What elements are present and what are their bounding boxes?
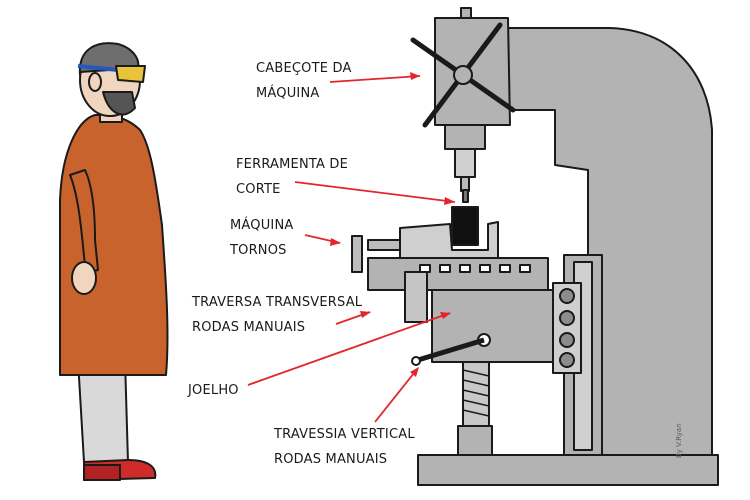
label-machine-head: CABEÇOTE DA MÁQUINA xyxy=(256,56,352,106)
operator-hand xyxy=(71,261,97,295)
arrow-head-callout xyxy=(329,75,421,83)
label-cross-traverse-line2: RODAS MANUAIS xyxy=(192,320,306,335)
spindle-housing xyxy=(444,124,486,150)
label-machine-head-line1: CABEÇOTE DA xyxy=(256,61,352,76)
arrow-knee-callout xyxy=(247,312,451,386)
callout-arrows xyxy=(247,72,456,423)
safety-goggles xyxy=(115,65,146,83)
operator-ear xyxy=(88,72,102,92)
knee-crank-knob xyxy=(411,356,421,366)
gib-bolt-3 xyxy=(559,332,575,348)
gib-bolt-4 xyxy=(559,352,575,368)
machine-saddle xyxy=(404,271,428,323)
vice-screw xyxy=(367,239,401,251)
operator-coat xyxy=(59,113,169,376)
machine-column xyxy=(481,27,713,456)
label-vertical-traverse-line2: RODAS MANUAIS xyxy=(274,452,388,467)
arrow-cutter-callout xyxy=(294,181,456,203)
head-cap xyxy=(460,7,472,19)
head-quill-handles xyxy=(410,22,516,128)
screw-threads xyxy=(462,369,490,417)
label-cutting-tool-line2: CORTE xyxy=(236,182,281,197)
operator xyxy=(59,42,169,481)
gib-bolt-1 xyxy=(559,288,575,304)
machine-vice xyxy=(399,221,499,259)
knee-crank-lever xyxy=(417,337,485,363)
label-machine-vice: MÁQUINA TORNOS xyxy=(230,213,293,263)
gib-bolt-2 xyxy=(559,310,575,326)
collet xyxy=(460,176,470,192)
screw-base xyxy=(457,425,493,456)
arrow-vertical-callout xyxy=(374,367,419,423)
label-knee: JOELHO xyxy=(188,378,239,403)
operator-beard xyxy=(102,91,136,116)
vice-handle xyxy=(351,235,363,273)
workpiece xyxy=(451,206,479,246)
label-cutting-tool-line1: FERRAMENTA DE xyxy=(236,157,349,172)
machine-base xyxy=(417,454,719,486)
table-t-slots xyxy=(419,264,531,273)
milling-machine xyxy=(351,7,719,486)
label-machine-head-line2: MÁQUINA xyxy=(256,86,320,101)
label-cutting-tool: FERRAMENTA DE CORTE xyxy=(236,152,348,202)
machine-head xyxy=(434,17,511,126)
label-machine-vice-line1: MÁQUINA xyxy=(230,218,294,233)
label-machine-vice-line2: TORNOS xyxy=(230,243,287,258)
label-cross-traverse: TRAVERSA TRANSVERSAL RODAS MANUAIS xyxy=(192,290,362,340)
label-vertical-traverse-line1: TRAVESSIA VERTICAL xyxy=(274,427,415,442)
operator-shoe-back xyxy=(83,464,121,481)
author-credit: By V.Ryan xyxy=(675,423,683,458)
goggle-strap xyxy=(77,64,119,72)
cutting-tool xyxy=(462,189,469,203)
label-knee-line1: JOELHO xyxy=(188,383,239,398)
label-vertical-traverse: TRAVESSIA VERTICAL RODAS MANUAIS xyxy=(274,422,415,472)
machine-table xyxy=(367,257,549,291)
spindle xyxy=(454,148,476,178)
label-cross-traverse-line1: TRAVERSA TRANSVERSAL xyxy=(192,295,363,310)
